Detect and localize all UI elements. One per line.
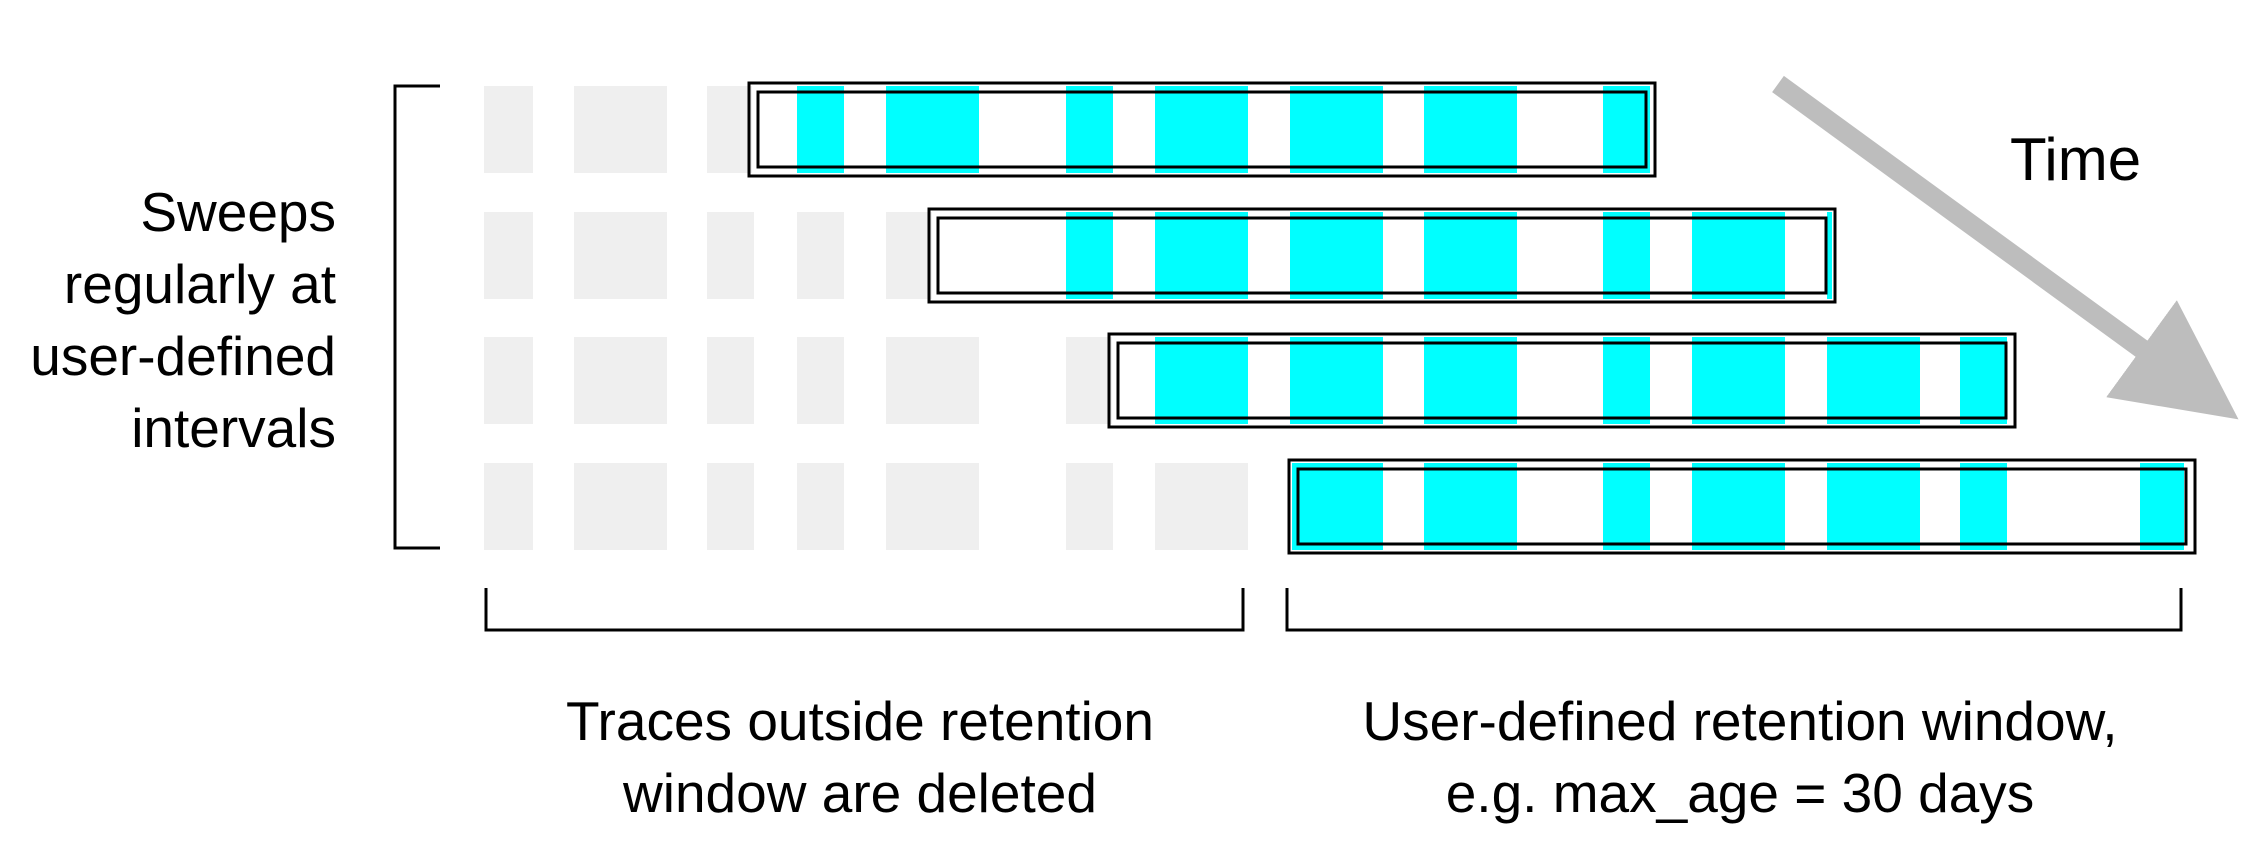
deleted-trace xyxy=(574,337,667,424)
deleted-trace xyxy=(707,463,754,550)
deleted-trace xyxy=(707,86,752,173)
deleted-label: Traces outside retention window are dele… xyxy=(480,685,1240,829)
deleted-trace xyxy=(574,86,667,173)
retained-trace xyxy=(1424,337,1517,424)
retained-trace xyxy=(1692,337,1785,424)
retained-trace xyxy=(1290,337,1383,424)
retained-trace xyxy=(1692,463,1785,550)
retained-trace xyxy=(1603,212,1650,299)
retention-window-outline xyxy=(747,81,1657,178)
retained-trace xyxy=(1827,337,1920,424)
deleted-bracket xyxy=(484,588,1245,632)
retention-window-outline xyxy=(927,207,1837,304)
time-arrow xyxy=(1772,75,2239,420)
deleted-trace xyxy=(1066,463,1113,550)
deleted-trace xyxy=(484,212,533,299)
retained-trace xyxy=(1603,86,1650,173)
deleted-trace xyxy=(707,337,754,424)
deleted-trace xyxy=(1066,337,1112,424)
sweeps-label-line: user-defined xyxy=(30,325,336,387)
deleted-trace xyxy=(1155,463,1248,550)
deleted-trace xyxy=(797,212,844,299)
retained-trace xyxy=(1960,337,2007,424)
sweeps-label: Sweeps regularly at user-defined interva… xyxy=(0,176,336,464)
retained-trace xyxy=(1290,86,1383,173)
retained-trace xyxy=(1827,463,1920,550)
retained-trace xyxy=(1424,86,1517,173)
retention-window-outline xyxy=(1107,332,2017,429)
retention-window-inner-outline xyxy=(936,216,1828,295)
sweeps-label-line: regularly at xyxy=(63,253,336,315)
trace-rows xyxy=(484,86,2184,550)
deleted-trace xyxy=(574,212,667,299)
retention-window-inner-outline xyxy=(756,90,1648,169)
deleted-label-line: window are deleted xyxy=(623,762,1097,824)
deleted-trace xyxy=(484,463,533,550)
deleted-trace xyxy=(886,337,979,424)
window-label-line: User-defined retention window, xyxy=(1362,690,2118,752)
retention-window-inner-outline xyxy=(1116,341,2008,420)
window-label-line: e.g. max_age = 30 days xyxy=(1445,762,2035,824)
retained-trace xyxy=(1603,337,1650,424)
retention-window-inner-outline xyxy=(1296,467,2188,546)
window-label: User-defined retention window, e.g. max_… xyxy=(1270,685,2210,829)
retention-windows xyxy=(747,81,2197,555)
retained-trace xyxy=(1424,463,1517,550)
sweeps-label-line: Sweeps xyxy=(140,181,336,243)
deleted-trace xyxy=(707,212,754,299)
retained-trace xyxy=(1155,337,1248,424)
retained-trace xyxy=(1960,463,2007,550)
window-bracket xyxy=(1285,588,2183,632)
deleted-trace xyxy=(886,212,932,299)
deleted-trace xyxy=(484,86,533,173)
retained-trace xyxy=(2140,463,2184,550)
retained-trace xyxy=(1424,212,1517,299)
retained-trace xyxy=(886,86,979,173)
deleted-trace xyxy=(886,463,979,550)
retained-trace xyxy=(1155,86,1248,173)
time-label: Time xyxy=(2010,126,2142,193)
retained-trace xyxy=(1692,212,1785,299)
deleted-trace xyxy=(574,463,667,550)
retained-trace xyxy=(1290,212,1383,299)
retained-trace xyxy=(1066,86,1113,173)
deleted-label-line: Traces outside retention xyxy=(565,690,1154,752)
sweeps-label-line: intervals xyxy=(131,397,336,459)
sweep-bracket xyxy=(393,84,440,550)
retained-trace xyxy=(797,86,844,173)
retained-trace xyxy=(1827,212,1832,299)
retention-window-outline xyxy=(1287,458,2197,555)
retained-trace xyxy=(1155,212,1248,299)
deleted-trace xyxy=(797,337,844,424)
deleted-trace xyxy=(797,463,844,550)
retained-trace xyxy=(1292,463,1383,550)
deleted-trace xyxy=(484,337,533,424)
retained-trace xyxy=(1066,212,1113,299)
retained-trace xyxy=(1603,463,1650,550)
